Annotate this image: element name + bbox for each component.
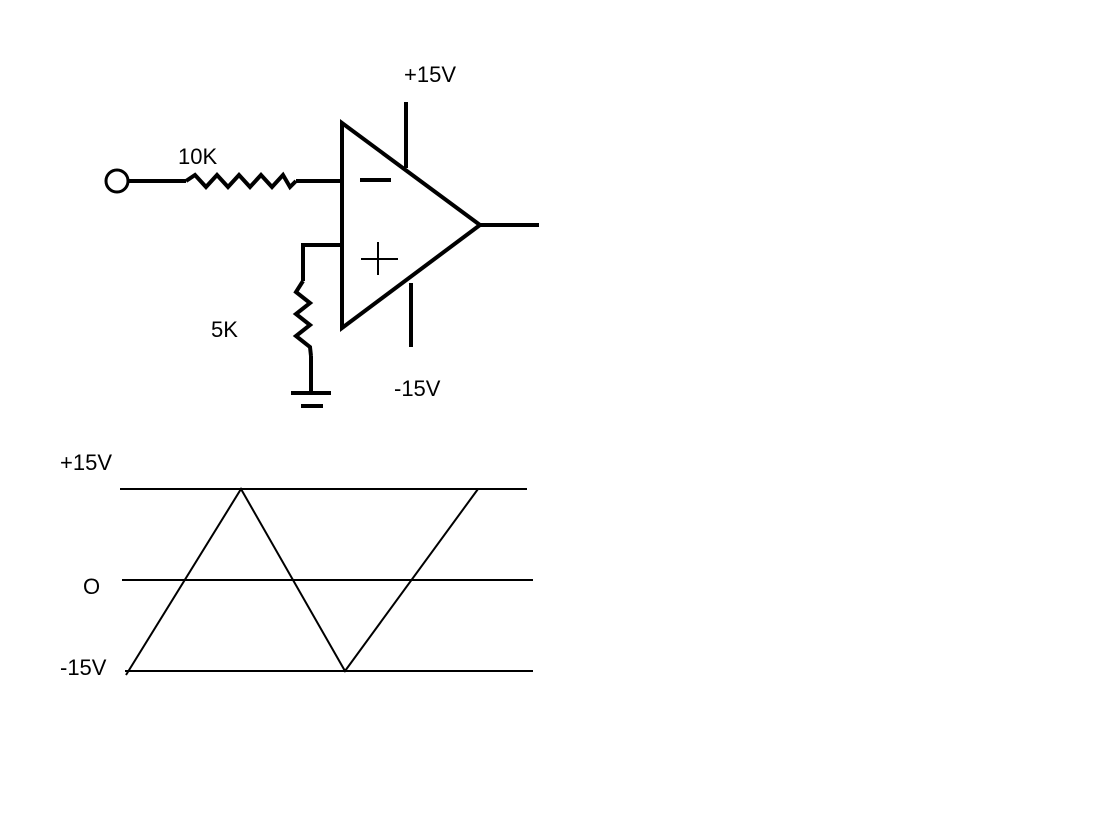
ground-resistor (292, 279, 314, 357)
noninverting-input-wire (301, 243, 341, 281)
waveform-top-label: +15V (60, 450, 112, 475)
circuit: +15V -15V 10K 5K (104, 62, 539, 408)
waveform-bottom-label: -15V (60, 655, 107, 680)
positive-supply-label: +15V (404, 62, 456, 87)
waveform-mid-label: O (83, 574, 100, 599)
ground-resistor-label: 5K (211, 317, 238, 342)
triangle-wave (125, 487, 479, 676)
op-amp-triangle (340, 119, 484, 332)
input-terminal (104, 168, 130, 194)
input-resistor (184, 171, 298, 191)
input-resistor-label: 10K (178, 144, 217, 169)
negative-supply-label: -15V (394, 376, 441, 401)
waveform: +15V O -15V (60, 450, 533, 680)
